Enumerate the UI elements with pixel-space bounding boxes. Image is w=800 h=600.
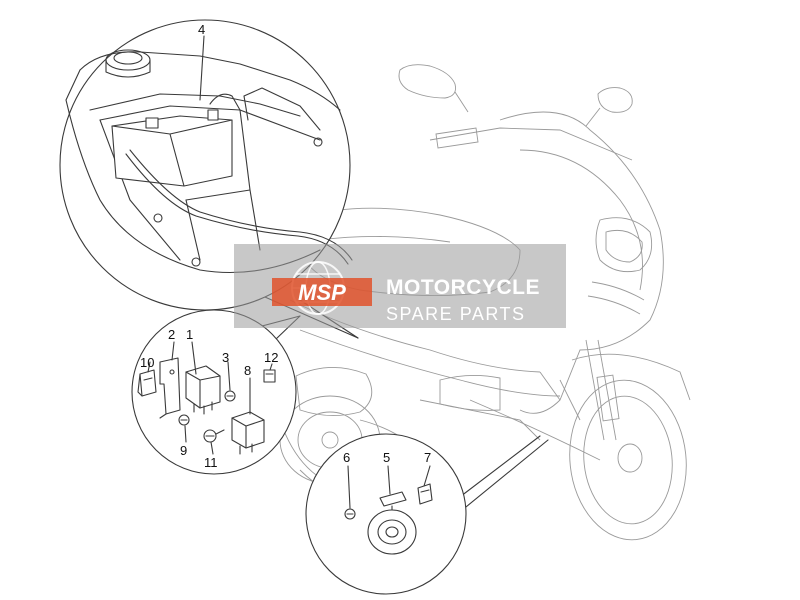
- callout-7: 7: [424, 450, 431, 465]
- leader-lines: [147, 35, 431, 509]
- callout-11: 11: [204, 455, 218, 470]
- watermark-logo: MSP: [272, 261, 372, 315]
- part-5-horn: [367, 491, 417, 555]
- callout-3: 3: [222, 350, 229, 365]
- part-1-relay: [185, 365, 221, 415]
- part-3-screw: [224, 390, 236, 402]
- part-11-screw: [203, 429, 225, 443]
- callout-4: 4: [198, 22, 205, 37]
- watermark-logo-text: MSP: [298, 280, 346, 305]
- callout-10: 10: [140, 355, 154, 370]
- callout-2: 2: [168, 327, 175, 342]
- part-9-screw: [178, 414, 190, 426]
- part-7-clip: [417, 483, 433, 505]
- watermark-subtitle: SPARE PARTS: [386, 304, 526, 324]
- callout-8: 8: [244, 363, 251, 378]
- watermark: MSP MOTORCYCLE SPARE PARTS: [234, 244, 566, 328]
- callout-1: 1: [186, 327, 193, 342]
- relay-detail: [131, 309, 301, 475]
- horn-detail: [305, 433, 549, 595]
- watermark-title: MOTORCYCLE: [386, 276, 540, 299]
- watermark-logo-band: [272, 278, 372, 306]
- part-6-screw: [344, 508, 356, 520]
- callout-5: 5: [383, 450, 390, 465]
- callout-12: 12: [264, 350, 278, 365]
- callout-numbers: 4 1 2 3 12 10 8 9 11 6 5 7: [140, 22, 431, 470]
- part-2-bracket: [159, 357, 181, 419]
- part-10-clip: [137, 369, 157, 397]
- callout-6: 6: [343, 450, 350, 465]
- part-12-clip: [263, 369, 276, 383]
- callout-9: 9: [180, 443, 187, 458]
